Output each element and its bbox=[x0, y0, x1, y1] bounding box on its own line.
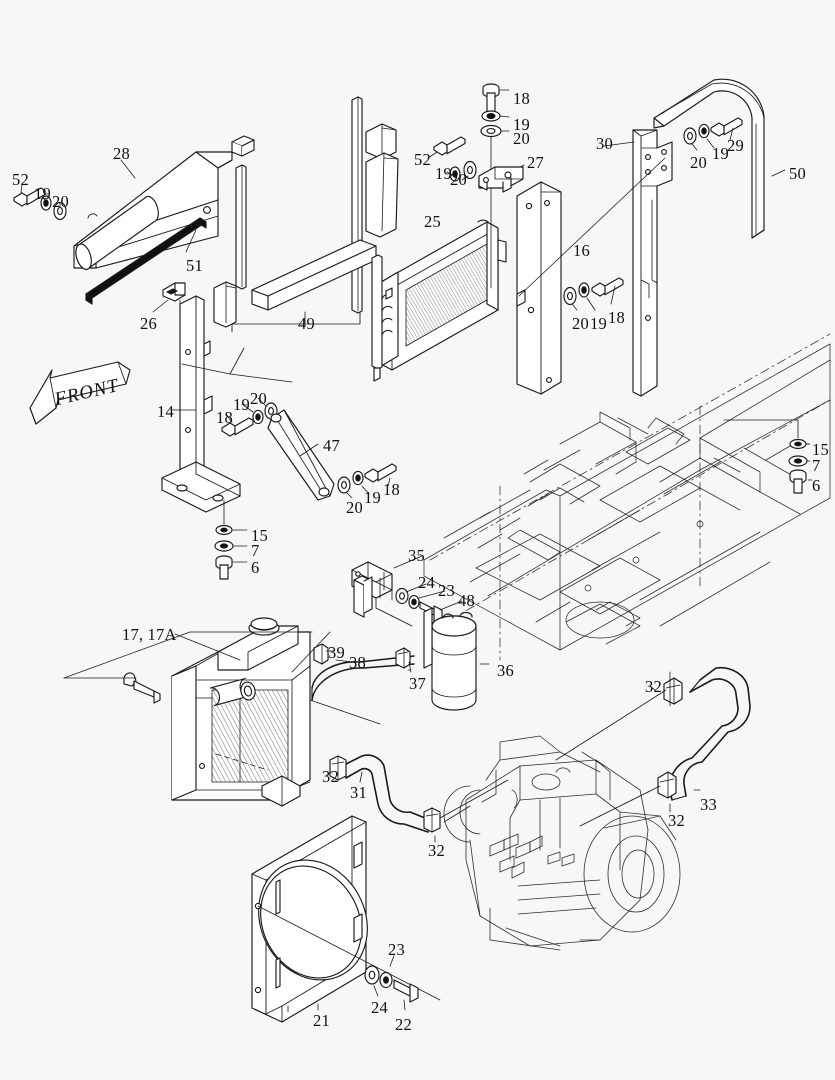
part-17-radiator bbox=[123, 617, 311, 807]
callout-bolt: 6 bbox=[251, 558, 260, 577]
callout-flat-washer: 20 bbox=[52, 192, 69, 211]
fastener-stack-15-7-6-left bbox=[214, 511, 234, 580]
callout-bolt: 6 bbox=[812, 476, 821, 495]
callout-bolt: 18 bbox=[216, 408, 233, 427]
fastener-stack-right-top bbox=[683, 117, 743, 145]
callout-lock-washer: 19 bbox=[712, 144, 729, 163]
clamp-32-c bbox=[663, 677, 683, 705]
callout-bolt: 18 bbox=[513, 89, 530, 108]
callout-seal-hose: 50 bbox=[789, 164, 806, 183]
callout-lock-washer: 19 bbox=[233, 395, 250, 414]
callout-lock-washer: 19 bbox=[590, 314, 607, 333]
callout-flat-washer: 20 bbox=[250, 389, 267, 408]
callout-lock-washer: 19 bbox=[435, 164, 452, 183]
callout-bolt: 22 bbox=[395, 1015, 412, 1034]
callout-hose-clamp: 32 bbox=[645, 677, 662, 696]
callout-lock-washer: 19 bbox=[364, 488, 381, 507]
part-14-support-stay bbox=[161, 295, 293, 513]
callout-clamp-bracket: 26 bbox=[140, 314, 157, 333]
callout-spring-washer: 7 bbox=[812, 456, 821, 475]
part-16-support-post bbox=[516, 181, 562, 395]
fastener-stack-15-7-6-right bbox=[788, 438, 808, 494]
part-35-cooler-bracket bbox=[351, 561, 413, 627]
callout-flat-washer: 24 bbox=[418, 573, 435, 592]
callout-seal-strip: 51 bbox=[186, 256, 203, 275]
callout-hose-clamp: 32 bbox=[428, 841, 445, 860]
part-21-fan-shroud bbox=[251, 815, 368, 1023]
part-49-seal-set bbox=[213, 96, 399, 333]
callout-stay-rod: 47 bbox=[323, 436, 340, 455]
clamp-37 bbox=[395, 647, 411, 669]
leader-lines-left bbox=[20, 159, 197, 313]
callout-flat-washer: 20 bbox=[513, 129, 530, 148]
callout-bolt: 18 bbox=[608, 308, 625, 327]
fastener-stack-left bbox=[13, 187, 67, 221]
callout-support-stay: 14 bbox=[157, 402, 174, 421]
fastener-stack-mid bbox=[433, 136, 477, 182]
callout-lock-washer: 23 bbox=[388, 940, 405, 959]
callout-lock-washer: 19 bbox=[34, 184, 51, 203]
callout-hose-clamp: 32 bbox=[322, 767, 339, 786]
callout-flat-washer: 20 bbox=[572, 314, 589, 333]
callout-bracket: 27 bbox=[527, 153, 544, 172]
callout-radiator: 17, 17A bbox=[122, 625, 177, 644]
chassis-frame-reference bbox=[423, 343, 831, 651]
callout-air-cleaner-cover: 28 bbox=[113, 144, 130, 163]
callout-lock-washer: 23 bbox=[438, 581, 455, 600]
fastener-stack-shroud bbox=[364, 965, 419, 1003]
part-36-receiver-drier bbox=[423, 607, 477, 711]
callout-washer: 15 bbox=[812, 440, 829, 459]
part-26-clamp bbox=[162, 282, 186, 302]
clamp-32-a bbox=[329, 755, 347, 781]
callout-support-post: 16 bbox=[573, 241, 590, 260]
part-28-cover bbox=[73, 151, 233, 270]
clamp-39 bbox=[313, 643, 329, 665]
callout-condenser: 25 bbox=[424, 212, 441, 231]
part-25-condenser bbox=[371, 219, 507, 382]
callout-hose: 38 bbox=[349, 653, 366, 672]
clamp-32-b bbox=[423, 807, 441, 833]
part-50-seal-hose bbox=[653, 78, 765, 239]
part-51-seal-strip bbox=[85, 217, 207, 305]
part-27-bracket bbox=[478, 166, 524, 193]
callout-bolt: 18 bbox=[383, 480, 400, 499]
part-38-hose bbox=[311, 655, 415, 701]
callout-bolt: 48 bbox=[458, 591, 475, 610]
callout-washer: 15 bbox=[251, 526, 268, 545]
callout-fan-shroud: 21 bbox=[313, 1011, 330, 1030]
clamp-32-d bbox=[657, 771, 677, 799]
fastener-stack-47 bbox=[337, 463, 397, 494]
callout-bolt: 52 bbox=[12, 170, 29, 189]
callout-lock-washer: 19 bbox=[513, 115, 530, 134]
callout-seal-set: 49 bbox=[298, 314, 315, 333]
callout-flat-washer: 20 bbox=[346, 498, 363, 517]
callout-flat-washer: 20 bbox=[690, 153, 707, 172]
callout-flat-washer: 20 bbox=[450, 170, 467, 189]
fastener-stack-16-right bbox=[563, 277, 624, 306]
engine-reference bbox=[443, 735, 681, 951]
callout-clamp: 39 bbox=[328, 643, 345, 662]
callout-spring-washer: 7 bbox=[251, 541, 260, 560]
fastener-stack-top bbox=[480, 83, 502, 138]
callout-bolt: 52 bbox=[414, 150, 431, 169]
callout-side-bracket: 30 bbox=[596, 134, 613, 153]
callout-lower-hose: 31 bbox=[350, 783, 367, 802]
callout-upper-hose: 33 bbox=[700, 795, 717, 814]
callout-flat-washer: 24 bbox=[371, 998, 388, 1017]
part-33-upper-hose bbox=[669, 666, 751, 801]
callout-clamp: 37 bbox=[409, 674, 426, 693]
front-arrow: FRONT bbox=[29, 361, 131, 425]
callout-receiver-drier: 36 bbox=[497, 661, 514, 680]
callout-bolt: 29 bbox=[727, 136, 744, 155]
callout-cooler-bracket: 35 bbox=[408, 546, 425, 565]
callout-hose-clamp: 32 bbox=[668, 811, 685, 830]
